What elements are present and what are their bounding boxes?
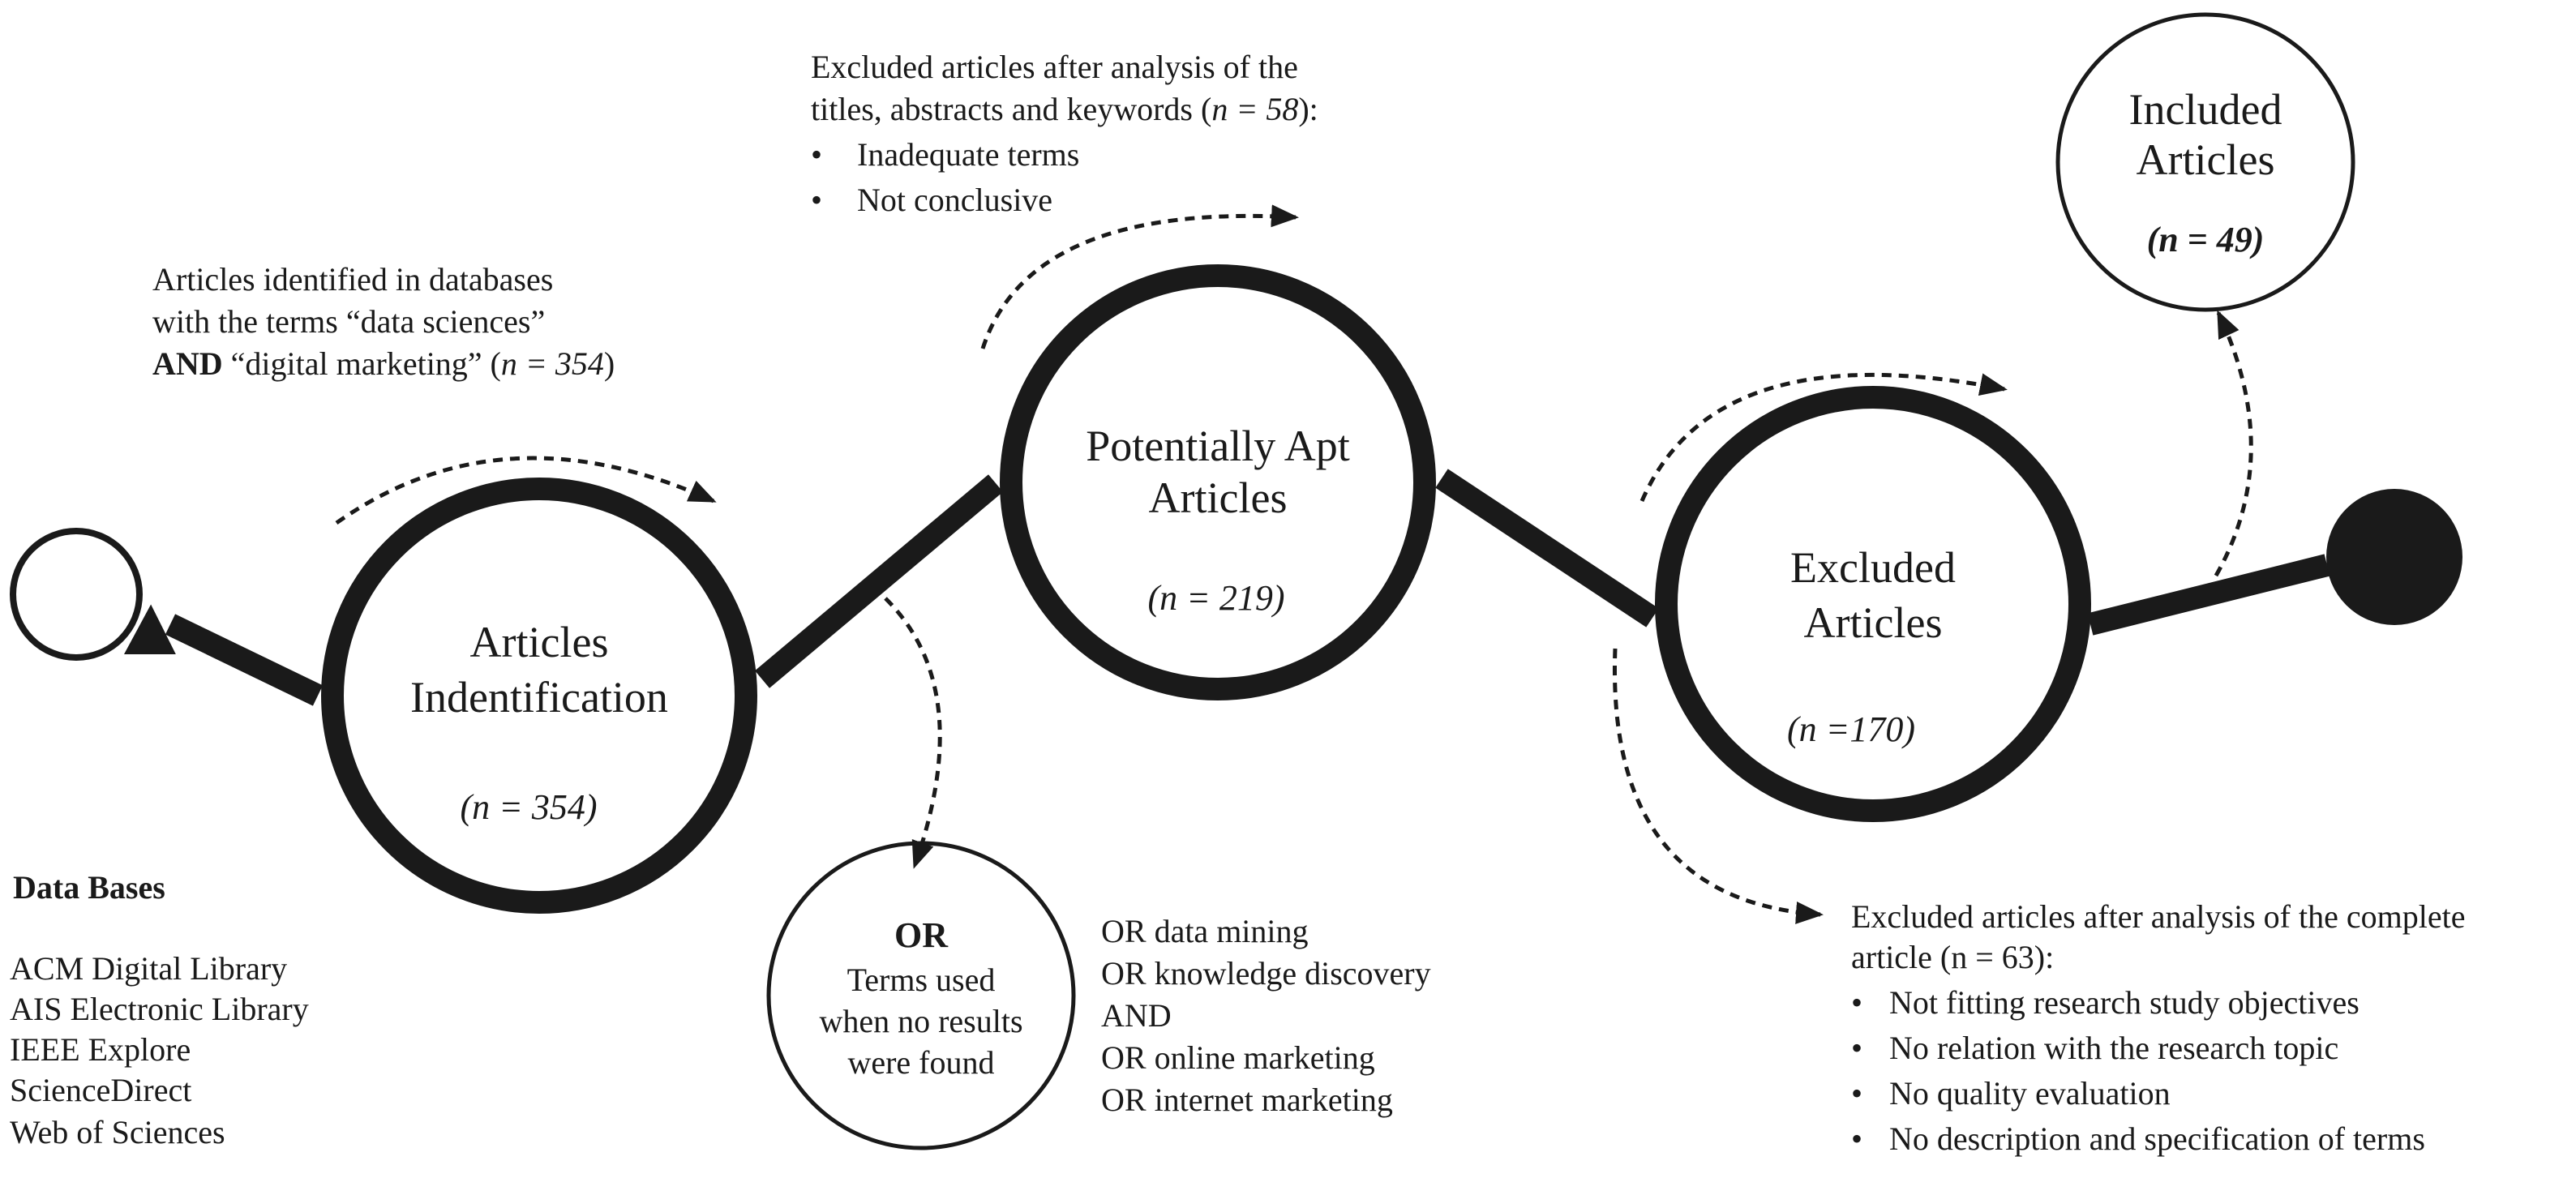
- potentially-apt-labels: Potentially Apt Articles (n = 219): [1086, 422, 1350, 618]
- potentially-apt-count: (n = 219): [1148, 578, 1285, 618]
- identified-annotation: Articles identified in databases with th…: [152, 261, 615, 382]
- excluded-complete-bullet-2: No relation with the research topic: [1889, 1030, 2338, 1066]
- data-base-item: IEEE Explore: [10, 1031, 191, 1068]
- excluded-label-2: Articles: [1804, 598, 1943, 647]
- or-term-item: OR internet marketing: [1101, 1082, 1393, 1118]
- excluded-complete-line-1: Excluded articles after analysis of the …: [1851, 898, 2465, 935]
- or-term-item: AND: [1101, 997, 1172, 1034]
- or-terms-line-3: were found: [847, 1044, 994, 1081]
- identification-count: (n = 354): [461, 787, 598, 827]
- identified-line-3: AND “digital marketing” (n = 354): [152, 345, 615, 382]
- identified-and-keyword: AND: [152, 345, 223, 382]
- or-term-item: OR knowledge discovery: [1101, 955, 1431, 992]
- or-terms-line-2: when no results: [819, 1003, 1022, 1039]
- or-terms-list: OR data mining OR knowledge discovery AN…: [1101, 913, 1431, 1118]
- excluded-titles-line-2: titles, abstracts and keywords (n = 58):: [811, 91, 1318, 127]
- end-node: [2326, 489, 2462, 625]
- dashed-arrow-apt-to-or: [884, 597, 942, 869]
- data-base-item: Web of Sciences: [10, 1114, 225, 1150]
- potentially-apt-node: [1000, 264, 1436, 700]
- identification-label-2: Indentification: [410, 673, 668, 722]
- excluded-titles-bullet-2: Not conclusive: [857, 182, 1052, 218]
- bullet-glyph: •: [1851, 1075, 1862, 1112]
- identification-label-1: Articles: [470, 618, 609, 666]
- excluded-labels: Excluded Articles (n =170): [1787, 543, 1956, 749]
- excluded-complete-bullet-4: No description and specification of term…: [1889, 1120, 2425, 1157]
- segment-excluded-to-end: [2087, 554, 2330, 636]
- or-term-item: OR data mining: [1101, 913, 1309, 949]
- or-terms-labels: OR Terms used when no results were found: [819, 915, 1022, 1081]
- excluded-node: [1655, 386, 2091, 822]
- bullet-glyph: •: [1851, 1030, 1862, 1066]
- main-flow-path: [165, 469, 2330, 706]
- excluded-complete-line-2: article (n = 63):: [1851, 939, 2054, 975]
- segment-apt-to-excluded: [1435, 469, 1659, 628]
- included-label-2: Articles: [2137, 135, 2275, 184]
- excluded-titles-annotation: Excluded articles after analysis of the …: [811, 49, 1318, 218]
- data-base-item: ScienceDirect: [10, 1072, 191, 1108]
- included-labels: Included Articles (n = 49): [2129, 85, 2282, 259]
- excluded-titles-line-1: Excluded articles after analysis of the: [811, 49, 1298, 85]
- bullet-glyph: •: [1851, 984, 1862, 1021]
- identified-line-1: Articles identified in databases: [152, 261, 553, 298]
- dashed-arrow-included: [2214, 310, 2253, 577]
- potentially-apt-label-2: Articles: [1149, 473, 1288, 522]
- excluded-complete-annotation: Excluded articles after analysis of the …: [1851, 898, 2465, 1157]
- excluded-complete-bullet-3: No quality evaluation: [1889, 1075, 2171, 1112]
- start-arrow-icon: [123, 604, 176, 654]
- start-node: [10, 528, 143, 661]
- identification-node: [321, 478, 757, 914]
- or-terms-title: OR: [894, 915, 949, 955]
- segment-start-to-identification: [165, 614, 324, 706]
- dashed-arrow-apt-excluded-titles: [980, 204, 1299, 349]
- segment-identification-to-apt: [754, 474, 1004, 688]
- potentially-apt-label-1: Potentially Apt: [1086, 422, 1350, 470]
- excluded-complete-bullet-1: Not fitting research study objectives: [1889, 984, 2360, 1021]
- data-bases-title: Data Bases: [13, 869, 165, 906]
- data-bases-list: Data Bases ACM Digital Library AIS Elect…: [10, 869, 309, 1150]
- dashed-arrow-identification: [335, 456, 717, 525]
- data-base-item: AIS Electronic Library: [10, 991, 309, 1027]
- or-term-item: OR online marketing: [1101, 1039, 1375, 1076]
- excluded-label-1: Excluded: [1790, 543, 1956, 592]
- excluded-count: (n =170): [1787, 709, 1915, 749]
- identified-close: ): [604, 345, 615, 382]
- included-count: (n = 49): [2147, 220, 2265, 259]
- identified-line-2: with the terms “data sciences”: [152, 303, 545, 340]
- included-node: [2055, 12, 2355, 312]
- excluded-titles-line-2-end: ):: [1298, 91, 1318, 127]
- dashed-arrows: [335, 204, 2253, 924]
- included-label-1: Included: [2129, 85, 2282, 134]
- dashed-arrow-excluded: [1639, 372, 2008, 502]
- data-base-item: ACM Digital Library: [10, 950, 287, 987]
- bullet-glyph: •: [811, 182, 822, 218]
- identification-labels: Articles Indentification (n = 354): [410, 618, 668, 827]
- excluded-titles-bullet-1: Inadequate terms: [857, 136, 1079, 173]
- identified-n: n = 354: [501, 345, 604, 382]
- bullet-glyph: •: [1851, 1120, 1862, 1157]
- identified-terms: “digital marketing” (: [223, 345, 501, 382]
- dashed-arrow-excluded-complete: [1612, 648, 1824, 924]
- excluded-titles-line-2-start: titles, abstracts and keywords (: [811, 91, 1211, 127]
- bullet-glyph: •: [811, 136, 822, 173]
- excluded-titles-n: n = 58: [1211, 91, 1298, 127]
- or-terms-line-1: Terms used: [847, 962, 996, 998]
